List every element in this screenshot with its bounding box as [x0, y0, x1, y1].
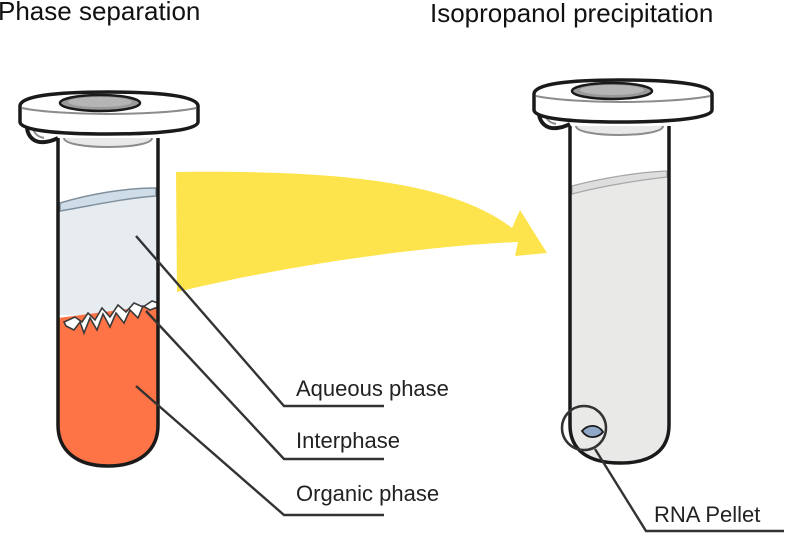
- pellet-highlight-circle: [560, 404, 608, 452]
- interphase-label: Interphase: [296, 428, 400, 453]
- isopropanol-precipitation-title: Isopropanol precipitation: [430, 0, 714, 28]
- right-tube-body: [568, 126, 671, 465]
- left-tube-body: [56, 138, 160, 468]
- transfer-arrow: [176, 171, 547, 292]
- left-tube: [18, 90, 200, 468]
- rna-pellet-leader: [593, 448, 784, 533]
- organic-phase-fill: [58, 305, 158, 466]
- supernatant-meniscus: [571, 170, 668, 195]
- right-tube: [532, 78, 714, 465]
- interphase-leader: [145, 310, 384, 461]
- aqueous-phase-label: Aqueous phase: [296, 376, 449, 401]
- right-tube-cap: [532, 78, 714, 124]
- phase-separation-title: Phase separation: [0, 0, 201, 26]
- aqueous-phase-leader: [135, 235, 384, 408]
- aqueous-phase-fill: [58, 187, 158, 315]
- aqueous-meniscus: [59, 187, 157, 212]
- supernatant-fill: [570, 171, 669, 463]
- organic-phase-label: Organic phase: [296, 481, 440, 506]
- rna-pellet: [580, 424, 605, 439]
- interphase-layer: [62, 300, 158, 336]
- rna-pellet-label: RNA Pellet: [654, 502, 761, 527]
- organic-phase-leader: [135, 385, 384, 517]
- left-tube-cap: [18, 90, 200, 136]
